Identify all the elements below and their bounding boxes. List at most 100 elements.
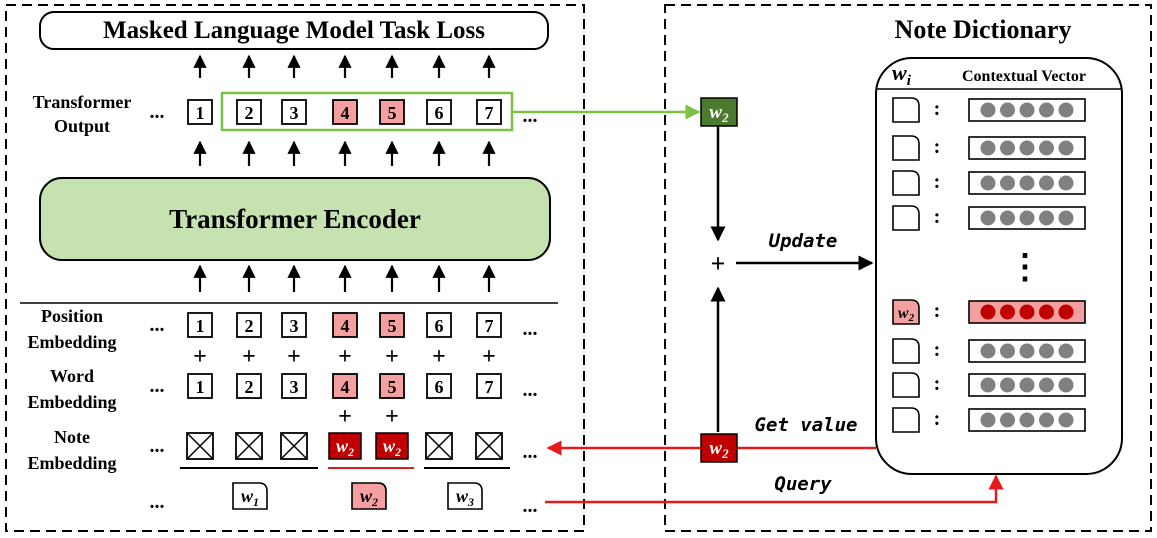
loss-title: Masked Language Model Task Loss bbox=[103, 17, 485, 44]
bottom-w2-node bbox=[700, 433, 738, 463]
dictionary-key-6 bbox=[892, 338, 920, 364]
output-selection-box bbox=[220, 91, 514, 132]
note-token-cross-b-1 bbox=[186, 432, 214, 460]
word-token-label-5: 5 bbox=[388, 377, 397, 397]
vector-dot-7-2 bbox=[1000, 377, 1015, 393]
position-token-ellipsis-right: ... bbox=[523, 318, 538, 340]
position-token-label-5: 5 bbox=[388, 316, 397, 336]
word-token-label-3: 3 bbox=[290, 377, 299, 397]
word-token-ellipsis-left: ... bbox=[150, 375, 165, 397]
position-token-label-4: 4 bbox=[341, 316, 350, 336]
vector-dot-4-3 bbox=[1019, 210, 1035, 226]
dictionary-key-3 bbox=[892, 170, 920, 196]
note-label-line2: Embedding bbox=[27, 453, 116, 473]
vector-dot-5-2 bbox=[1000, 304, 1015, 320]
note-token-w2-label-4: w2 bbox=[336, 436, 354, 459]
vector-dot-7-3 bbox=[1019, 377, 1035, 393]
output-token-box-1 bbox=[187, 99, 213, 125]
vector-dot-3-4 bbox=[1039, 175, 1054, 191]
vector-dot-7-1 bbox=[980, 377, 996, 393]
position-token-box-2 bbox=[236, 312, 262, 338]
note-ellipsis-right: ... bbox=[523, 441, 538, 463]
output-token-ellipsis-left: ... bbox=[150, 101, 165, 123]
word-note-icon-3 bbox=[447, 482, 483, 510]
dictionary-colon-6: : bbox=[934, 339, 941, 361]
vector-dot-5-5 bbox=[1058, 304, 1074, 320]
position-token-box-6 bbox=[426, 312, 452, 338]
vector-dot-2-3 bbox=[1019, 140, 1035, 156]
word-token-label-2: 2 bbox=[245, 377, 254, 397]
update-label: Update bbox=[769, 230, 838, 252]
dictionary-key-header: wi bbox=[892, 60, 912, 89]
plus-word-note-4: + bbox=[338, 404, 352, 430]
output-token-label-4: 4 bbox=[341, 103, 350, 123]
vector-dot-1-3 bbox=[1019, 102, 1035, 118]
right-panel-border bbox=[664, 4, 1152, 532]
output-token-box-7 bbox=[476, 99, 502, 125]
vector-dot-7-4 bbox=[1039, 377, 1054, 393]
vector-dot-4-1 bbox=[980, 210, 996, 226]
dictionary-key-1 bbox=[892, 97, 920, 123]
dictionary-colon-4: : bbox=[934, 206, 941, 228]
word-token-label-4: 4 bbox=[341, 377, 350, 397]
note-token-cross-b-2 bbox=[235, 432, 263, 460]
transformer-encoder-label: Transformer Encoder bbox=[169, 204, 421, 234]
output-token-box-3 bbox=[281, 99, 307, 125]
position-token-box-7 bbox=[476, 312, 502, 338]
plus-row-1: +++++++ bbox=[193, 344, 496, 370]
vector-dot-4-5 bbox=[1058, 210, 1074, 226]
dictionary-key-2 bbox=[892, 135, 920, 161]
dictionary-key-w2-label: w2 bbox=[898, 305, 915, 324]
vector-dot-6-5 bbox=[1058, 343, 1074, 359]
note-label-line1: Note bbox=[54, 427, 90, 447]
output-label-line2: Output bbox=[54, 116, 110, 136]
vector-dot-8-1 bbox=[980, 412, 996, 428]
vector-dot-8-4 bbox=[1039, 412, 1054, 428]
word-token-box-5 bbox=[379, 373, 405, 399]
vector-dot-6-4 bbox=[1039, 343, 1054, 359]
position-token-label-6: 6 bbox=[435, 316, 444, 336]
merge-plus: + bbox=[711, 249, 726, 278]
note-token-cross-b-6 bbox=[425, 432, 453, 460]
get-value-label: Get value bbox=[755, 414, 858, 436]
dictionary-colon-7: : bbox=[934, 373, 941, 395]
loss-title-box bbox=[39, 11, 549, 50]
output-token-label-2: 2 bbox=[245, 103, 254, 123]
position-token-box-4 bbox=[332, 312, 358, 338]
vector-dot-7-5 bbox=[1058, 377, 1074, 393]
plus-word-note-5: + bbox=[385, 404, 399, 430]
vector-dot-5-4 bbox=[1039, 304, 1054, 320]
dictionary-colon-1: : bbox=[934, 98, 941, 120]
output-token-box-5 bbox=[379, 99, 405, 125]
position-label-line2: Embedding bbox=[27, 332, 116, 352]
output-token-label-6: 6 bbox=[435, 103, 444, 123]
vector-dot-8-3 bbox=[1019, 412, 1035, 428]
plus-pos-word-3: + bbox=[287, 344, 301, 370]
vector-dot-1-2 bbox=[1000, 102, 1015, 118]
note-token-w2-4 bbox=[328, 432, 362, 460]
output-token-ellipsis-right: ... bbox=[523, 105, 538, 127]
position-token-ellipsis-left: ... bbox=[150, 314, 165, 336]
word-label-line1: Word bbox=[50, 366, 94, 386]
word-token-box-6 bbox=[426, 373, 452, 399]
vector-dot-1-5 bbox=[1058, 102, 1074, 118]
dictionary-colon-3: : bbox=[934, 171, 941, 193]
dictionary-value-header: Contextual Vector bbox=[962, 68, 1086, 85]
vector-dot-1-1 bbox=[980, 102, 996, 118]
vector-dot-6-2 bbox=[1000, 343, 1015, 359]
arrows-encoder-to-output bbox=[193, 140, 496, 166]
word-token-box-7 bbox=[476, 373, 502, 399]
dictionary-rows: ::::w2:::: bbox=[892, 97, 1086, 433]
word-note-ellipsis-right: ... bbox=[523, 495, 538, 517]
note-ellipsis-left: ... bbox=[150, 435, 165, 457]
vector-dot-6-3 bbox=[1019, 343, 1035, 359]
top-w2-label: w2 bbox=[709, 102, 729, 125]
word-token-ellipsis-right: ... bbox=[523, 379, 538, 401]
dictionary-vdots: ⋮ bbox=[1008, 249, 1042, 286]
note-token-cross-b-3 bbox=[280, 432, 308, 460]
vector-dot-4-2 bbox=[1000, 210, 1015, 226]
note-token-w2-5 bbox=[375, 432, 409, 460]
